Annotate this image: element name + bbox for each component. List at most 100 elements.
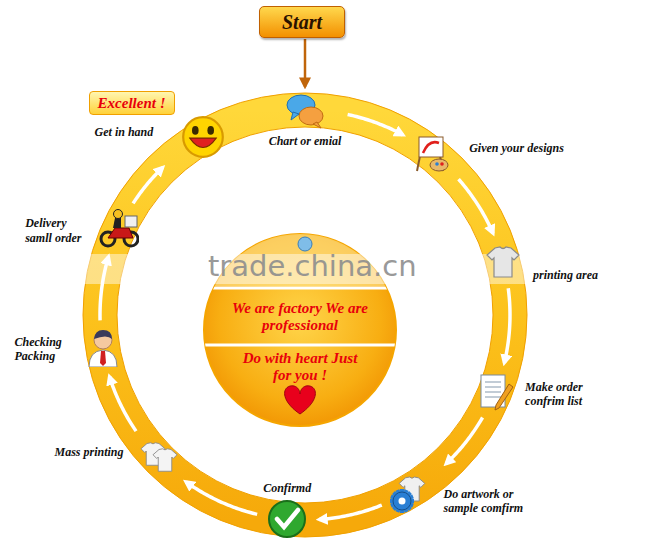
moto-part [114,210,123,219]
doc-part [485,386,501,387]
label-holder: printing area [533,268,598,282]
easel-icon [417,137,448,171]
check-icon [269,501,305,537]
shirt-icon [487,247,519,277]
doc-icon [481,375,513,410]
ring-edge [83,93,527,537]
shirt-icon [483,242,523,282]
check-part [269,501,305,537]
node-label: printing area [533,268,598,282]
step-label: Make order confrim list [475,372,601,412]
step-label: printing area [483,242,598,282]
node-label: Chart or emial [269,134,342,148]
node-label: Excellent ! [89,91,175,115]
process-ring [100,110,510,520]
gear-icon [390,477,425,513]
node-label: Checking Packing [15,335,75,364]
person-icon [83,327,123,367]
easel-part [419,137,443,157]
node-label: Mass printing [55,445,124,459]
label-holder: Given your designs [469,141,564,155]
person-icon [89,330,117,367]
heart-icon [285,386,316,414]
person-part [94,330,112,339]
chat-icon [287,95,323,128]
smile-part [207,126,214,135]
node-label: Given your designs [469,141,564,155]
easel-part [440,163,444,167]
node-label: Make order confrim list [525,380,601,409]
easel-part [430,159,448,171]
shirt-shape [153,449,177,472]
smile-part [189,139,215,148]
node-label: Confirmd [263,481,311,495]
gear-icon [388,473,428,513]
doc-part [485,381,501,382]
easel-icon [411,133,451,173]
ring-arrow [504,288,510,363]
smile-icon [183,118,223,158]
ring-arrow [186,482,257,514]
node-label: Delivery samll order [25,216,95,245]
label-holder: Confirmd [263,481,311,495]
moto-icon [99,208,139,248]
band-icon [298,237,312,251]
gear-part [393,492,411,510]
check-part [277,510,298,527]
moto-icon [101,210,138,247]
smile-icon [181,115,225,159]
gear-part [392,491,412,511]
label-holder: Checking Packing [15,335,75,364]
step-label: Checking Packing [15,327,123,367]
node-sublabel: Get in hand [95,125,154,139]
slogan-band: We are factory We are professional [225,300,375,335]
node-label: Start [282,10,322,34]
doc-icon [475,372,515,412]
doc-part [485,391,501,392]
ring-arrow [446,418,482,464]
band-divider [200,287,400,290]
doc-part [485,396,501,397]
band-divider [200,344,400,347]
ring-arrow [348,114,403,134]
label-holder: Excellent ! Get in hand [89,91,175,139]
doc-part [495,384,513,410]
chat-part [313,122,321,128]
shirts-icon [138,437,178,477]
start-box: Start [259,6,345,38]
node-label: Do with heart Just for you ! [240,350,360,385]
step-label: Do artwork or sample comfirm [388,473,538,516]
smile-part [183,118,223,158]
label-holder: Make order confrim list [525,380,601,409]
ring-arrow [109,377,136,431]
ring-edge [117,127,493,503]
check-icon [267,499,307,539]
person-part [89,350,117,367]
moto-part [108,228,133,238]
step-label: Delivery samll order [25,208,139,248]
step-label: Confirmd [263,481,311,539]
label-holder: Do artwork or sample comfirm [444,487,538,516]
label-holder: Delivery samll order [25,216,95,245]
watermark: trade.china.cn [208,249,417,283]
chat-icon [285,90,325,130]
step-label: Chart or emial [269,90,342,148]
ring-arrow [459,179,493,233]
ring-arrow [319,505,381,519]
step-label: Given your designs [411,133,564,173]
shirts-icon [141,443,177,472]
node-label: Do artwork or sample comfirm [444,487,538,516]
final-step: Excellent ! Get in hand [89,91,225,159]
start-arrow [304,39,307,87]
moto-part [125,216,137,227]
easel-part [423,143,439,154]
smile-part [192,126,199,135]
node-label: We are factory We are professional [225,300,375,335]
label-holder: Mass printing [55,445,124,459]
easel-part [435,163,439,167]
label-holder: Chart or emial [269,134,342,148]
gear-part [392,491,412,511]
chat-part [299,107,323,125]
slogan-band: Do with heart Just for you ! [240,350,360,385]
step-label: Mass printing [55,437,178,477]
